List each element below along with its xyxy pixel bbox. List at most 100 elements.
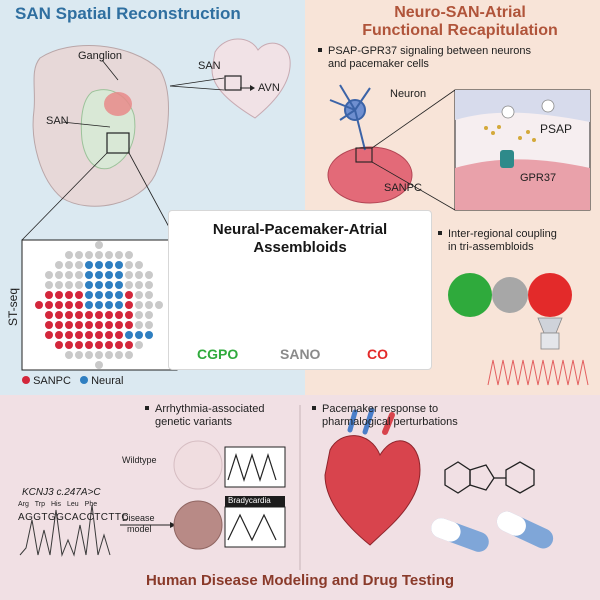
st-seq-spot	[125, 251, 133, 259]
st-seq-spot	[55, 321, 63, 329]
st-seq-spot	[125, 281, 133, 289]
functional-title-line2: Functional Recapitulation	[362, 22, 558, 39]
st-seq-spot	[145, 271, 153, 279]
st-seq-spot	[125, 341, 133, 349]
sano-label: SANO	[280, 346, 321, 362]
st-seq-spot	[55, 301, 63, 309]
st-seq-spot	[95, 271, 103, 279]
neural-legend-dot	[80, 376, 89, 384]
st-seq-spot	[55, 291, 63, 299]
st-seq-spot	[75, 351, 83, 359]
assembloid-title-line1: Neural-Pacemaker-Atrial	[212, 221, 388, 238]
st-seq-spot	[45, 321, 53, 329]
synapse-box	[355, 147, 373, 163]
st-seq-spot	[65, 321, 73, 329]
st-seq-spot	[85, 321, 93, 329]
sanpc-legend-dot	[22, 376, 30, 384]
disease-label-line2: model	[127, 524, 152, 534]
st-seq-spot	[55, 271, 63, 279]
st-seq-spot	[85, 351, 93, 359]
st-seq-spot	[135, 311, 143, 319]
st-seq-spot	[105, 351, 113, 359]
disease-trace-box	[224, 506, 286, 548]
st-seq-spot	[75, 311, 83, 319]
wildtype-organoid	[173, 440, 223, 490]
st-seq-spot	[55, 311, 63, 319]
functional-title: Neuro-SAN-Atrial Functional Recapitulati…	[330, 4, 590, 40]
st-seq-spot	[85, 251, 93, 259]
st-seq-spot	[55, 261, 63, 269]
coupling-bullet-line2: in tri-assembloids	[448, 241, 534, 253]
st-seq-spot	[125, 351, 133, 359]
st-seq-spot	[45, 281, 53, 289]
st-seq-spot	[145, 321, 153, 329]
st-seq-spot	[95, 301, 103, 309]
dna-sequence: AGGTGGCACCTCTTC	[18, 512, 129, 523]
st-seq-spot	[105, 321, 113, 329]
neural-legend-label: Neural	[91, 375, 124, 387]
st-seq-spot	[95, 321, 103, 329]
st-seq-spot	[75, 301, 83, 309]
st-seq-spot	[135, 281, 143, 289]
cgpo-label: CGPO	[197, 346, 239, 362]
st-seq-spot	[85, 341, 93, 349]
st-seq-spot	[75, 261, 83, 269]
st-seq-spot	[125, 321, 133, 329]
st-seq-spot	[145, 301, 153, 309]
st-seq-spot	[95, 241, 103, 249]
st-seq-spot	[55, 331, 63, 339]
sanpc-label: SANPC	[384, 182, 422, 194]
st-seq-spot	[65, 281, 73, 289]
st-seq-spot	[95, 361, 103, 369]
st-seq-spot	[135, 331, 143, 339]
st-seq-spot	[115, 261, 123, 269]
st-seq-spots	[35, 241, 163, 369]
st-seq-spot	[145, 281, 153, 289]
st-seq-spot	[95, 341, 103, 349]
st-seq-spot	[105, 261, 113, 269]
st-seq-spot	[115, 321, 123, 329]
st-seq-spot	[55, 281, 63, 289]
san-spatial-title: SAN Spatial Reconstruction	[15, 4, 241, 23]
wildtype-trace-box	[224, 446, 286, 488]
san-heart-label: SAN	[198, 60, 221, 72]
st-seq-spot	[65, 301, 73, 309]
st-seq-spot	[95, 331, 103, 339]
zoom-square	[106, 132, 130, 154]
assembloid-title-line2: Assembloids	[253, 239, 347, 256]
st-seq-label: ST-seq	[6, 287, 21, 327]
wildtype-label: Wildtype	[122, 455, 157, 465]
st-seq-spot	[135, 301, 143, 309]
st-seq-spot	[125, 301, 133, 309]
amino-acid: Trp	[34, 501, 45, 508]
variants-bullet-line1: Arrhythmia-associated	[145, 403, 264, 415]
st-seq-spot	[45, 271, 53, 279]
st-seq-spot	[145, 311, 153, 319]
st-seq-spot	[155, 301, 163, 309]
st-seq-spot	[75, 251, 83, 259]
st-seq-spot	[105, 311, 113, 319]
st-seq-spot	[105, 301, 113, 309]
st-seq-spot	[45, 331, 53, 339]
st-seq-spot	[115, 301, 123, 309]
st-seq-spot	[75, 271, 83, 279]
disease-organoid	[173, 500, 223, 550]
st-seq-spot	[115, 291, 123, 299]
variants-bullet-line2: genetic variants	[155, 416, 233, 428]
st-seq-spot	[135, 341, 143, 349]
st-seq-spot	[75, 281, 83, 289]
st-seq-spot	[105, 291, 113, 299]
st-seq-spot	[135, 261, 143, 269]
st-seq-spot	[145, 291, 153, 299]
sanpc-legend-label: SANPC	[33, 375, 71, 387]
st-seq-spot	[135, 291, 143, 299]
neuron-illustration	[329, 84, 371, 151]
st-seq-spot	[125, 271, 133, 279]
heart-sketch	[211, 38, 291, 119]
assembloid-card: Neural-Pacemaker-Atrial Assembloids	[168, 210, 432, 370]
st-seq-spot	[85, 281, 93, 289]
st-seq-spot	[85, 331, 93, 339]
st-seq-spot	[105, 251, 113, 259]
st-seq-spot	[145, 331, 153, 339]
neuron-label: Neuron	[390, 88, 427, 100]
